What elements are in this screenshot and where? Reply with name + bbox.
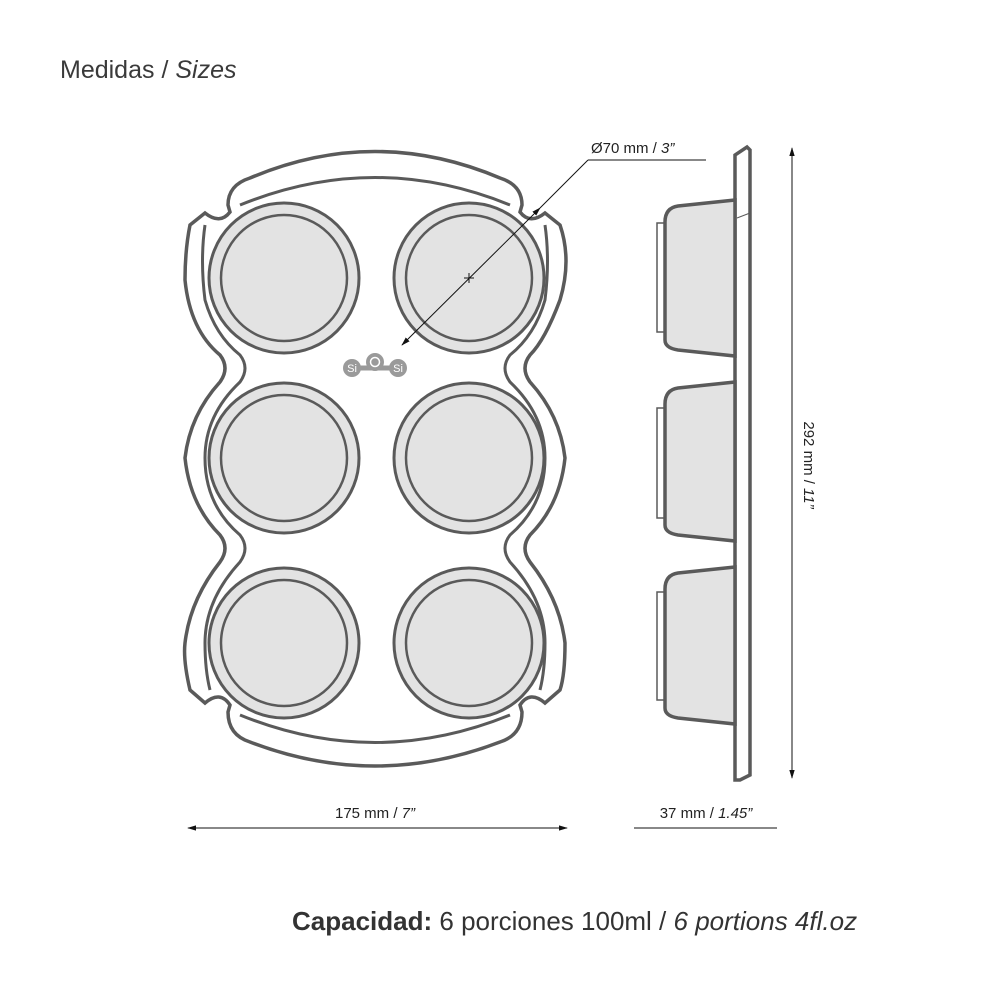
tray-top-view xyxy=(182,149,568,768)
diameter-dimension: Ø70 mm / 3” xyxy=(401,140,706,346)
diameter-imperial: 3” xyxy=(661,140,675,157)
depth-imperial: 1.45” xyxy=(718,805,753,822)
depth-label: 37 mm / xyxy=(660,805,718,822)
cup-middle-left xyxy=(207,381,361,535)
height-imperial: 11” xyxy=(800,488,817,510)
capacity-es: 6 porciones 100ml / xyxy=(432,906,674,936)
width-label: 175 mm / xyxy=(335,805,402,822)
svg-text:Ø70 mm / 3”: Ø70 mm / 3” xyxy=(591,140,675,157)
title-separator: / xyxy=(154,56,176,84)
tray-outer-outline xyxy=(182,149,568,768)
cup-middle-right xyxy=(392,381,546,535)
width-dimension: 175 mm / 7” xyxy=(187,805,568,831)
capacity-label: Capacidad: xyxy=(292,906,433,936)
cup-bottom-left xyxy=(207,566,361,720)
side-cup-1 xyxy=(663,198,737,358)
logo-si-left: Si xyxy=(347,363,357,375)
svg-text:37 mm / 1.45”: 37 mm / 1.45” xyxy=(660,805,754,822)
cup-top-left xyxy=(207,201,361,355)
capacity-en: 6 portions 4fl.oz xyxy=(673,906,858,936)
si-o-si-logo: Si Si xyxy=(343,353,407,377)
diameter-label: Ø70 mm / xyxy=(591,140,661,157)
capacity-text: Capacidad: 6 porciones 100ml / 6 portion… xyxy=(292,906,857,937)
side-cup-3 xyxy=(663,565,737,726)
svg-text:175 mm / 7”: 175 mm / 7” xyxy=(335,805,416,822)
title-en: Sizes xyxy=(175,56,237,84)
logo-si-right: Si xyxy=(393,363,403,375)
tray-inner-outline xyxy=(201,176,549,744)
width-imperial: 7” xyxy=(402,805,416,822)
height-label: 292 mm / xyxy=(800,421,817,488)
title-es: Medidas xyxy=(60,56,155,84)
svg-text:292 mm / 11”: 292 mm / 11” xyxy=(800,421,817,509)
cup-bottom-right xyxy=(392,566,546,720)
side-plate xyxy=(733,144,752,782)
cups xyxy=(207,201,546,720)
depth-dimension: 37 mm / 1.45” xyxy=(634,805,777,829)
side-cup-2 xyxy=(663,380,737,543)
page-title: Medidas / Sizes xyxy=(60,56,236,85)
tray-side-view xyxy=(656,144,752,782)
height-dimension: 292 mm / 11” xyxy=(789,147,817,779)
